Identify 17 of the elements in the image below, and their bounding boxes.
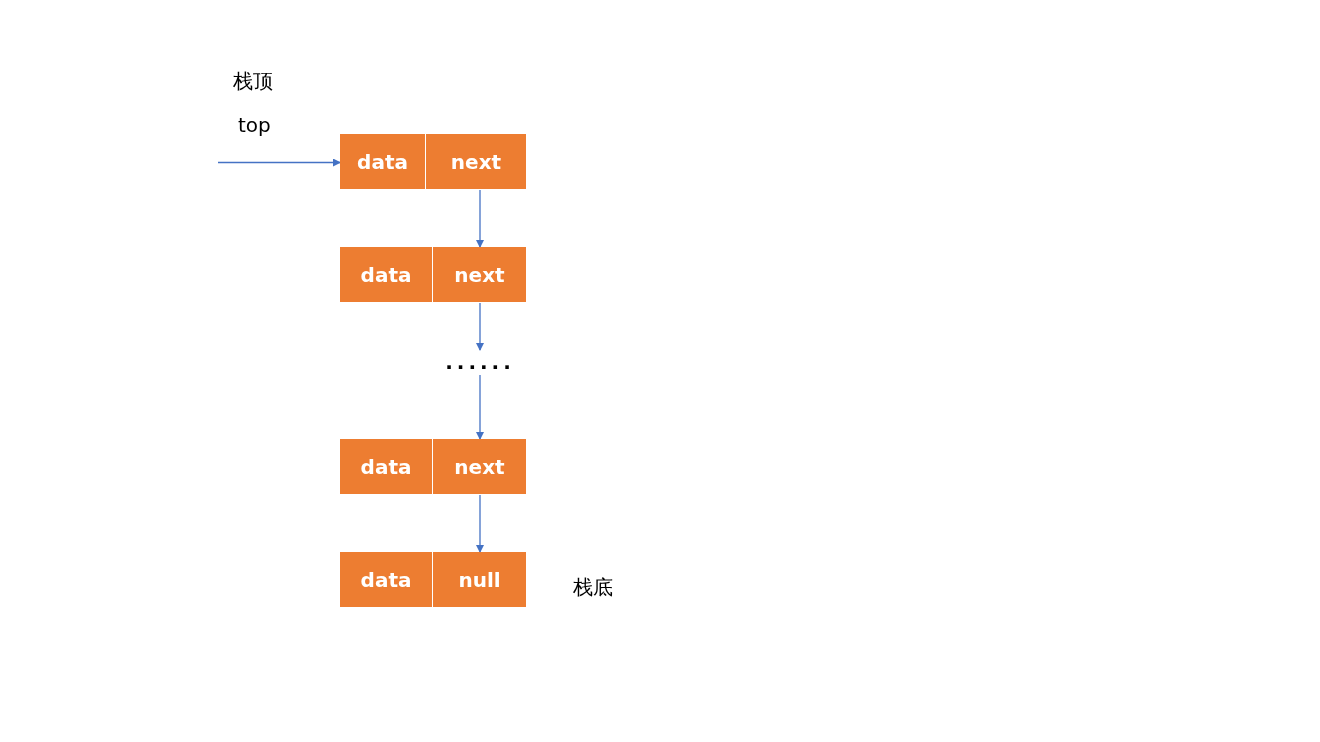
arrow xyxy=(476,302,484,351)
label-text: 栈顶 xyxy=(233,68,273,95)
list-cell: next xyxy=(426,134,526,189)
arrow xyxy=(476,494,484,553)
list-cell: data xyxy=(340,134,425,189)
node-caption: 栈底 xyxy=(573,574,613,601)
list-cell: data xyxy=(340,439,432,494)
list-cell: null xyxy=(433,552,526,607)
arrow xyxy=(476,189,484,248)
list-cell: data xyxy=(340,247,432,302)
list-cell: next xyxy=(433,439,526,494)
label-text: top xyxy=(238,113,271,137)
arrow xyxy=(217,158,341,167)
list-cell: data xyxy=(340,552,432,607)
ellipsis-text: ...... xyxy=(440,350,520,374)
list-cell: next xyxy=(433,247,526,302)
arrow xyxy=(476,374,484,440)
